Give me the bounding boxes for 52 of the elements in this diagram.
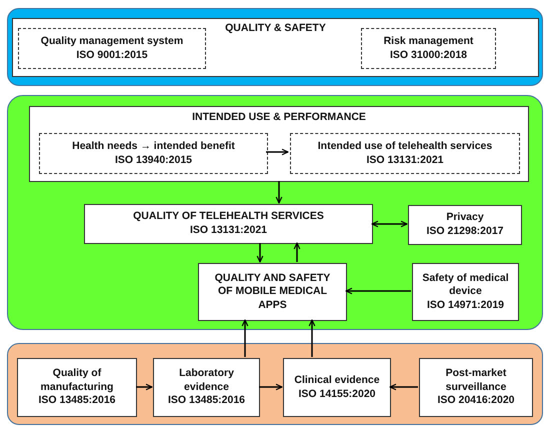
box-title: QUALITY & SAFETY bbox=[225, 22, 326, 36]
standard-label: ISO 20416:2020 bbox=[437, 394, 515, 408]
standard-label: ISO 14971:2019 bbox=[426, 298, 504, 312]
standard-label: ISO 13485:2016 bbox=[38, 394, 116, 408]
box-title: Quality of manufacturing bbox=[40, 367, 114, 394]
box-title: Laboratory evidence bbox=[178, 367, 235, 394]
box-title: Post-market surveillance bbox=[444, 367, 508, 394]
arrow bbox=[266, 148, 289, 156]
arrow bbox=[276, 181, 282, 204]
standard-label: ISO 21298:2017 bbox=[426, 225, 504, 239]
process-box bbox=[153, 358, 260, 417]
standard-label: ISO 13485:2016 bbox=[168, 394, 246, 408]
arrow bbox=[256, 243, 264, 263]
group-band bbox=[7, 343, 543, 425]
process-box bbox=[17, 358, 137, 417]
standard-label: ISO 13131:2021 bbox=[190, 224, 268, 238]
arrow bbox=[242, 319, 248, 357]
standard-label: ISO 31000:2018 bbox=[390, 48, 468, 62]
process-box bbox=[412, 263, 519, 321]
box-title: Risk management bbox=[384, 34, 474, 48]
box-title: QUALITY AND SAFETY OF MOBILE MEDICAL APPS bbox=[214, 272, 332, 312]
box-title: Health needs → intended benefit bbox=[72, 140, 235, 154]
standard-label: ISO 13940:2015 bbox=[114, 154, 192, 168]
arrow bbox=[308, 319, 316, 357]
process-box bbox=[29, 106, 529, 182]
box-title: QUALITY OF TELEHEALTH SERVICES bbox=[133, 210, 324, 224]
dashed-box bbox=[39, 133, 268, 174]
process-box bbox=[408, 205, 522, 245]
dashed-box bbox=[361, 28, 496, 69]
standard-label: ISO 9001:2015 bbox=[76, 48, 148, 62]
box-title: Clinical evidence bbox=[294, 374, 380, 388]
box-title: Intended use of telehealth services bbox=[318, 140, 492, 154]
box-title: Privacy bbox=[446, 211, 484, 225]
process-box bbox=[283, 358, 391, 417]
arrow bbox=[371, 220, 408, 228]
standard-label: ISO 14155:2020 bbox=[298, 388, 376, 402]
dashed-box bbox=[18, 28, 206, 69]
group-band bbox=[7, 95, 543, 330]
arrow bbox=[136, 384, 153, 390]
arrow bbox=[294, 242, 300, 262]
process-box bbox=[419, 358, 533, 417]
arrow bbox=[259, 384, 283, 390]
box-title: INTENDED USE & PERFORMANCE bbox=[192, 111, 366, 125]
group-band bbox=[7, 8, 543, 86]
box-title: Safety of medical device bbox=[421, 272, 510, 299]
arrow bbox=[345, 288, 411, 294]
box-title: Quality management system bbox=[40, 34, 184, 48]
process-box bbox=[198, 263, 347, 321]
standard-label: ISO 13131:2021 bbox=[366, 154, 444, 168]
arrow bbox=[389, 384, 418, 390]
process-box bbox=[84, 204, 373, 244]
dashed-box bbox=[290, 133, 520, 174]
